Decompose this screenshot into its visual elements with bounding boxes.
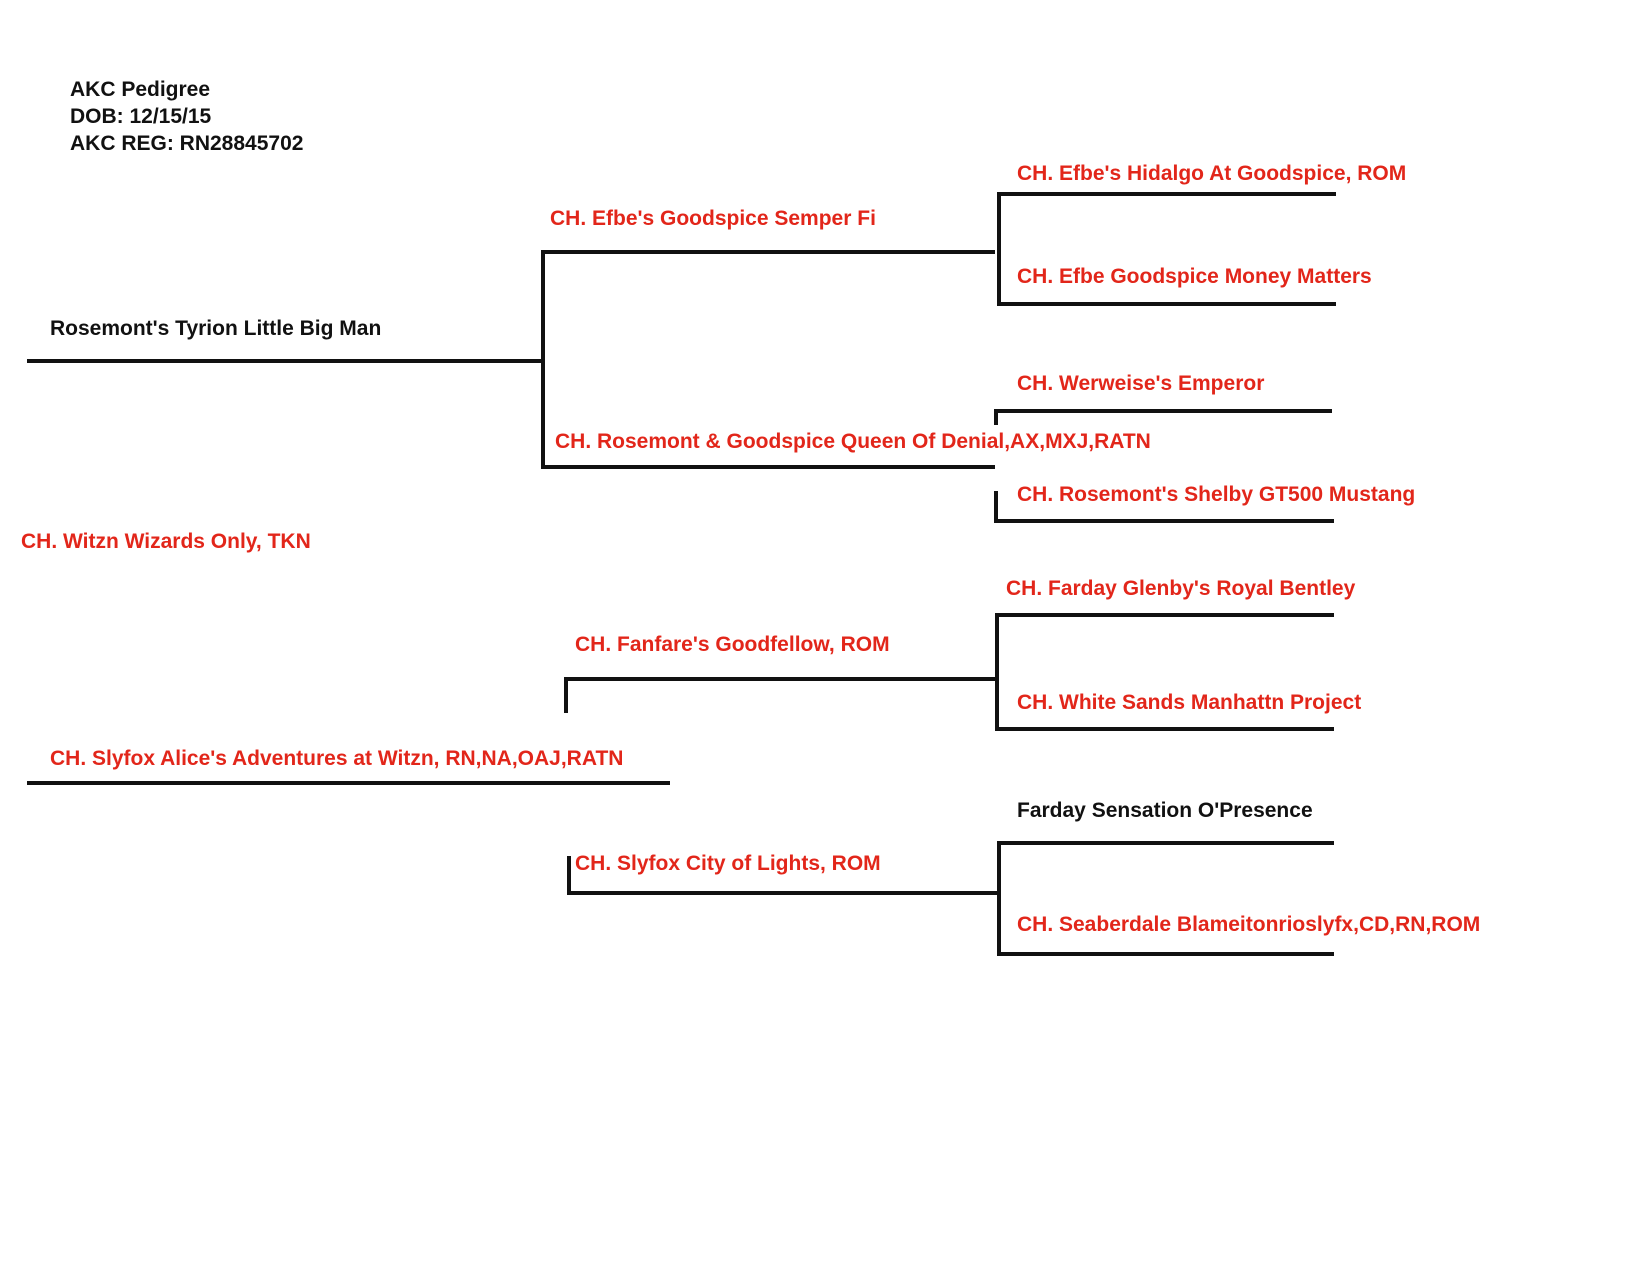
dog-name: CH. Efbe's Goodspice Semper Fi bbox=[550, 207, 876, 230]
bracket-stub bbox=[994, 409, 998, 425]
line bbox=[567, 891, 999, 895]
line bbox=[997, 192, 1336, 196]
registration-text: AKC REG: RN28845702 bbox=[70, 132, 304, 155]
line bbox=[997, 302, 1336, 306]
dam-line bbox=[27, 781, 670, 785]
dog-name: CH. Rosemont's Shelby GT500 Mustang bbox=[1017, 483, 1416, 506]
dog-name: CH. Efbe Goodspice Money Matters bbox=[1017, 265, 1372, 288]
sire-bracket bbox=[541, 250, 545, 469]
dog-name: CH. Werweise's Emperor bbox=[1017, 372, 1265, 395]
dog-name: CH. Fanfare's Goodfellow, ROM bbox=[575, 633, 890, 656]
dog-name: Farday Sensation O'Presence bbox=[1017, 799, 1313, 822]
sire-dam-line bbox=[541, 465, 995, 469]
bracket bbox=[997, 841, 1001, 956]
dog-name: CH. Slyfox City of Lights, ROM bbox=[575, 852, 881, 875]
line bbox=[994, 519, 1334, 523]
dog-name: CH. Slyfox Alice's Adventures at Witzn, … bbox=[50, 747, 624, 770]
bracket-stub bbox=[564, 677, 568, 713]
bracket-stub bbox=[567, 856, 571, 895]
sire-sire-bracket bbox=[997, 192, 1001, 306]
dog-name: CH. White Sands Manhattn Project bbox=[1017, 691, 1362, 714]
bracket bbox=[995, 613, 999, 731]
line bbox=[994, 409, 1332, 413]
dog-name: CH. Seaberdale Blameitonrioslyfx,CD,RN,R… bbox=[1017, 913, 1481, 936]
page-title: AKC Pedigree bbox=[70, 78, 211, 101]
line bbox=[997, 841, 1334, 845]
line bbox=[995, 613, 1334, 617]
dog-name: CH. Rosemont & Goodspice Queen Of Denial… bbox=[555, 430, 1151, 453]
dog-name: Rosemont's Tyrion Little Big Man bbox=[50, 317, 382, 340]
dob-text: DOB: 12/15/15 bbox=[70, 105, 212, 128]
line bbox=[564, 677, 997, 681]
sire-line bbox=[27, 359, 545, 363]
dog-name: CH. Efbe's Hidalgo At Goodspice, ROM bbox=[1017, 162, 1407, 185]
line bbox=[995, 727, 1334, 731]
sire-sire-line bbox=[541, 250, 995, 254]
dog-name: CH. Witzn Wizards Only, TKN bbox=[21, 530, 311, 553]
bracket-stub bbox=[994, 491, 998, 523]
line bbox=[997, 952, 1334, 956]
dog-name: CH. Farday Glenby's Royal Bentley bbox=[1006, 577, 1356, 600]
